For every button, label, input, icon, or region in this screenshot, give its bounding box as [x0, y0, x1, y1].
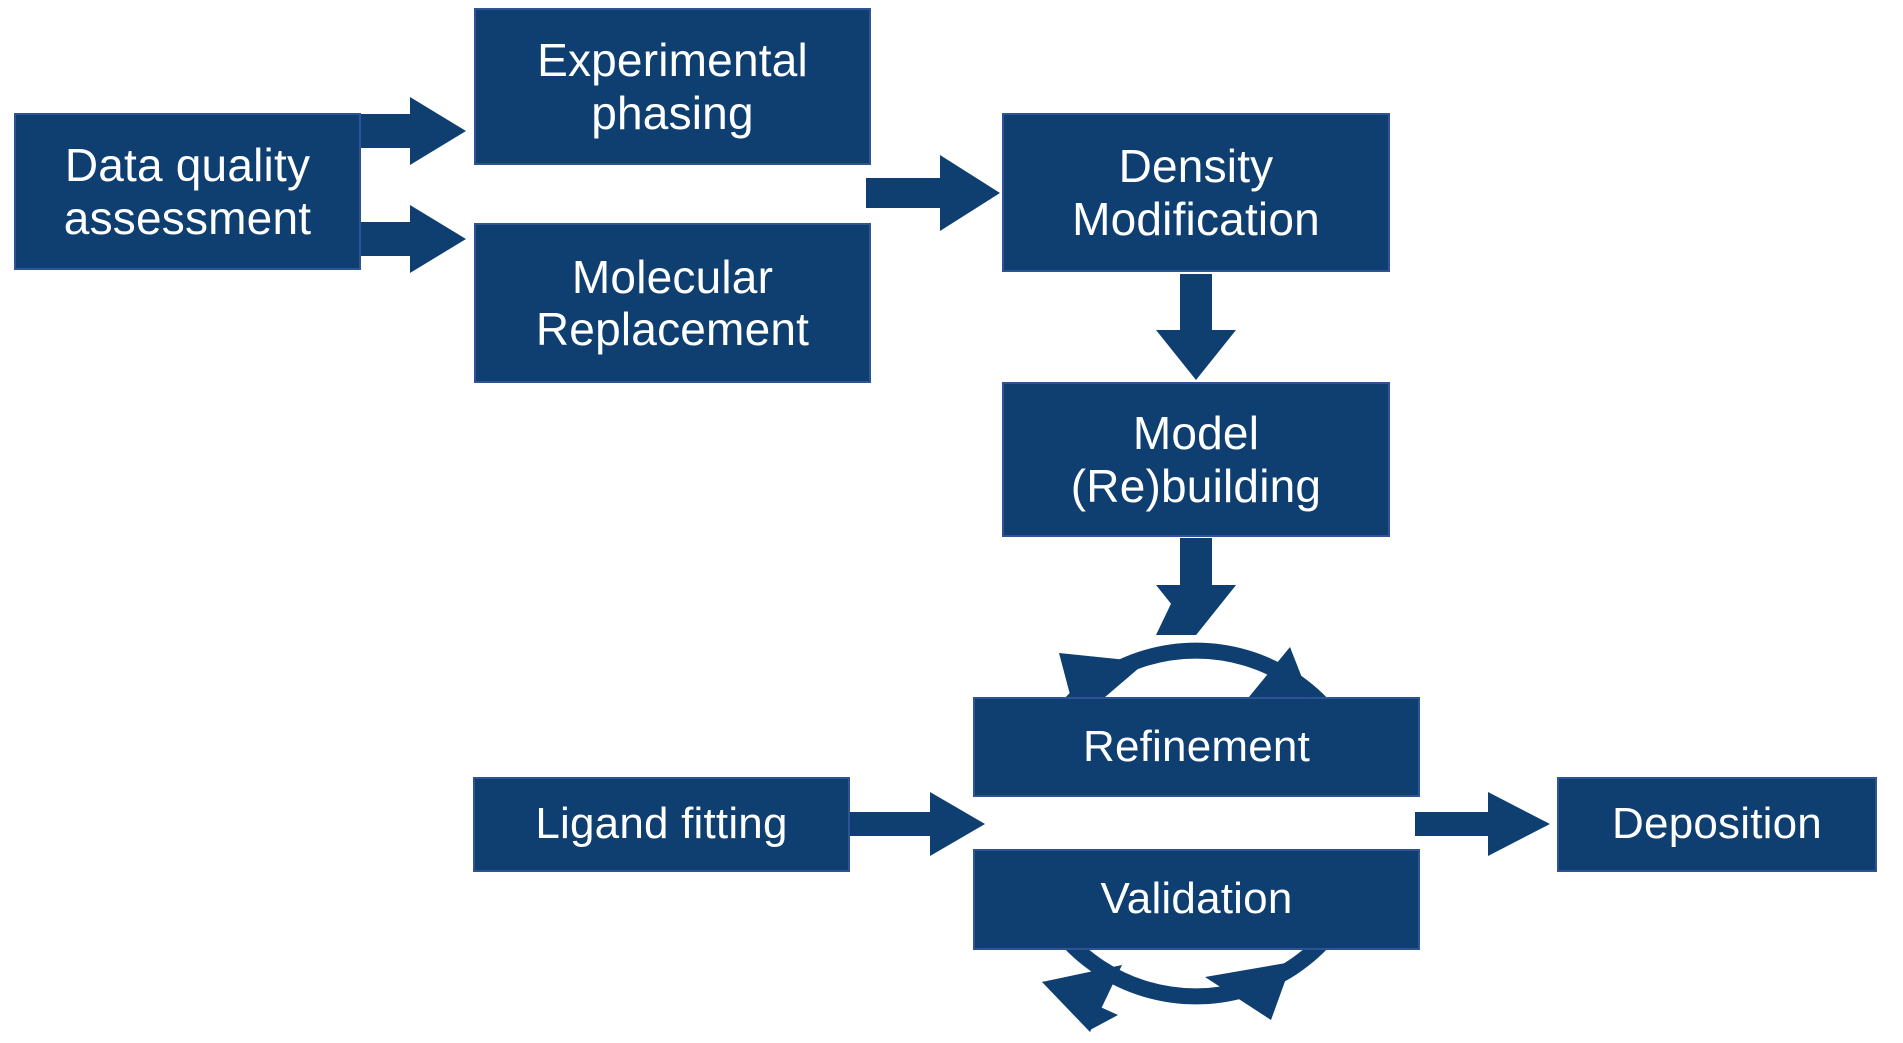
- arrow-cycle-to-deposition: [1415, 792, 1550, 856]
- arrow-data-quality-to-experimental-phasing: [361, 97, 466, 165]
- node-molecular-replacement[interactable]: Molecular Replacement: [474, 223, 871, 383]
- node-data-quality-assessment[interactable]: Data quality assessment: [14, 113, 361, 270]
- arrow-phasing-to-density-modification: [866, 155, 1000, 231]
- arrow-ligand-fitting-to-refinement: [850, 792, 985, 856]
- node-ligand-fitting[interactable]: Ligand fitting: [473, 777, 850, 872]
- node-deposition[interactable]: Deposition: [1557, 777, 1877, 872]
- arrow-density-modification-to-model-rebuilding: [1156, 274, 1236, 380]
- arrow-model-rebuilding-to-cycle: [1156, 538, 1236, 635]
- node-validation[interactable]: Validation: [973, 849, 1420, 950]
- arrow-data-quality-to-molecular-replacement: [361, 205, 466, 273]
- node-refinement[interactable]: Refinement: [973, 697, 1420, 797]
- node-experimental-phasing[interactable]: Experimental phasing: [474, 8, 871, 165]
- node-density-modification[interactable]: Density Modification: [1002, 113, 1390, 272]
- node-model-rebuilding[interactable]: Model (Re)building: [1002, 382, 1390, 537]
